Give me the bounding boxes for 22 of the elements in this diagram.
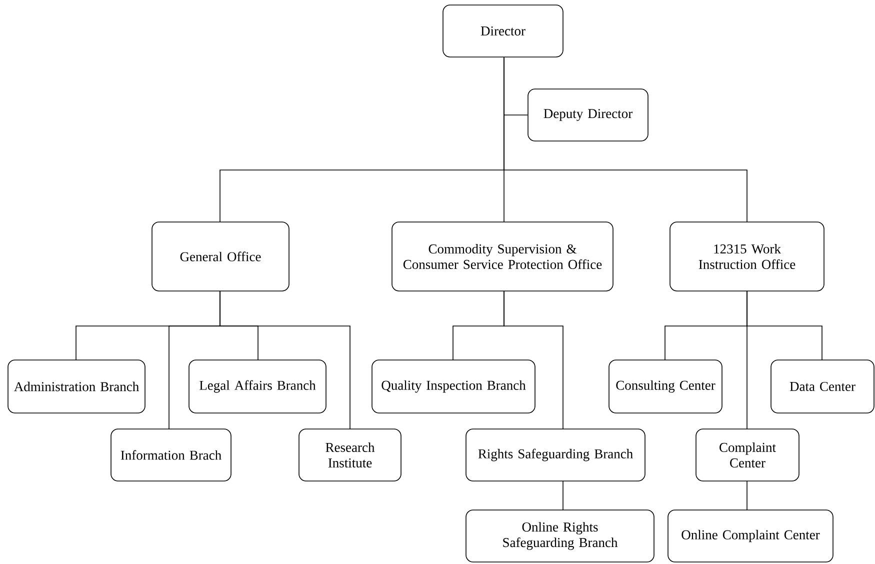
connector-line: [504, 56, 748, 222]
connector-line: [504, 290, 564, 430]
connector-line: [746, 290, 822, 360]
org-box: Research Institute: [298, 428, 402, 482]
org-box: Deputy Director: [528, 88, 648, 142]
org-box: Director: [442, 4, 564, 58]
org-box: Legal Affairs Branch: [188, 360, 326, 414]
connector-line: [746, 480, 748, 510]
org-box: Complaint Center: [696, 428, 800, 482]
org-box: 12315 Work Instruction Office: [670, 222, 824, 292]
org-box: Rights Safeguarding Branch: [466, 428, 646, 482]
org-box: General Office: [152, 222, 290, 292]
org-box: Quality Inspection Branch: [372, 360, 536, 414]
org-box: Data Center: [770, 360, 874, 414]
org-box: Consulting Center: [608, 360, 722, 414]
connector-line: [562, 480, 564, 510]
org-box: Online Complaint Center: [668, 510, 834, 562]
org-box: Commodity Supervision & Consumer Service Protection Office: [392, 222, 614, 292]
connector-line: [220, 290, 350, 430]
org-box: Online Rights Safeguarding Branch: [466, 510, 654, 562]
org-box: Information Brach: [110, 428, 232, 482]
org-box: Administration Branch: [8, 360, 146, 414]
